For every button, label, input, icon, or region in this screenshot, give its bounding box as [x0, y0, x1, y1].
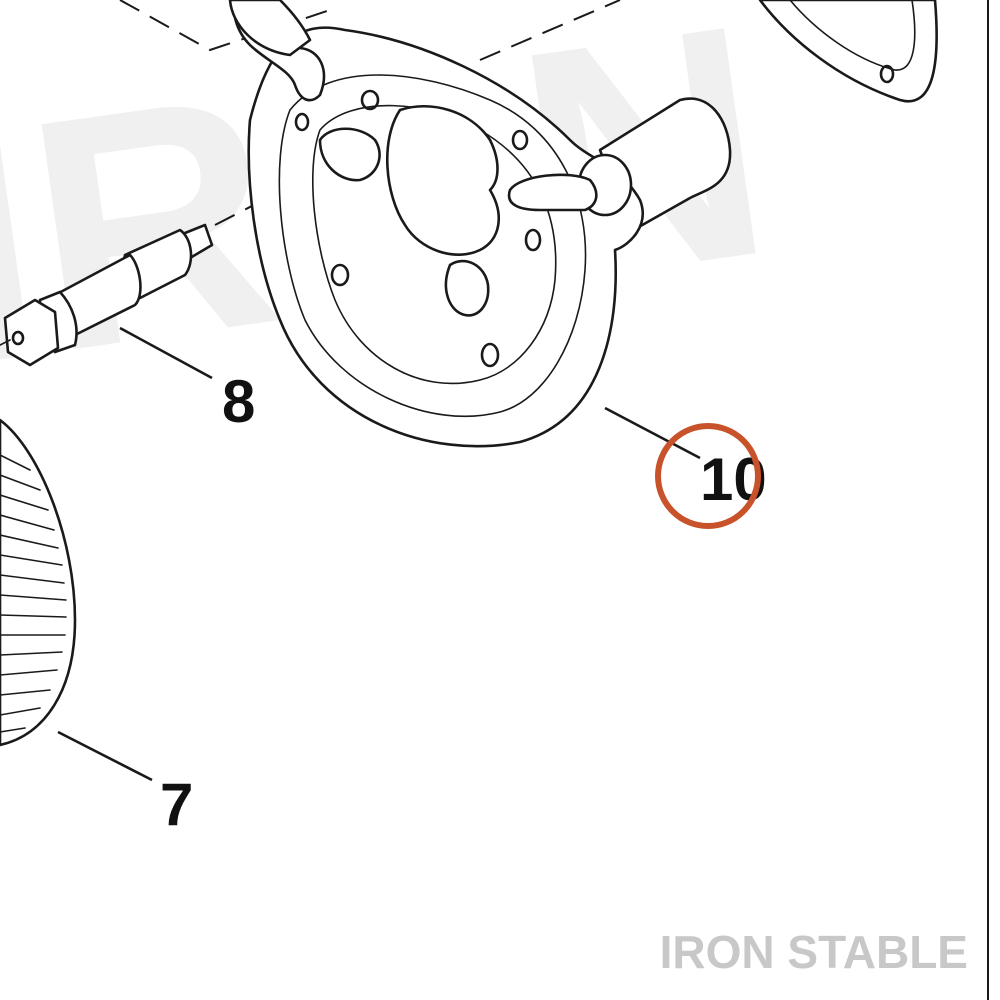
highlight-circle: [655, 423, 761, 529]
callout-label-8: 8: [222, 368, 255, 435]
leader-line-10: [604, 406, 701, 460]
leader-line-7: [57, 730, 153, 782]
backing-plate-part-10: [228, 0, 732, 448]
top-right-flange: [758, 0, 938, 103]
callout-label-7: 7: [160, 771, 193, 838]
brand-watermark: IRON STABLE: [660, 926, 968, 978]
leader-line-8: [119, 326, 213, 380]
bolt-part-8: [0, 223, 214, 367]
filter-element-part-7: [0, 418, 77, 747]
